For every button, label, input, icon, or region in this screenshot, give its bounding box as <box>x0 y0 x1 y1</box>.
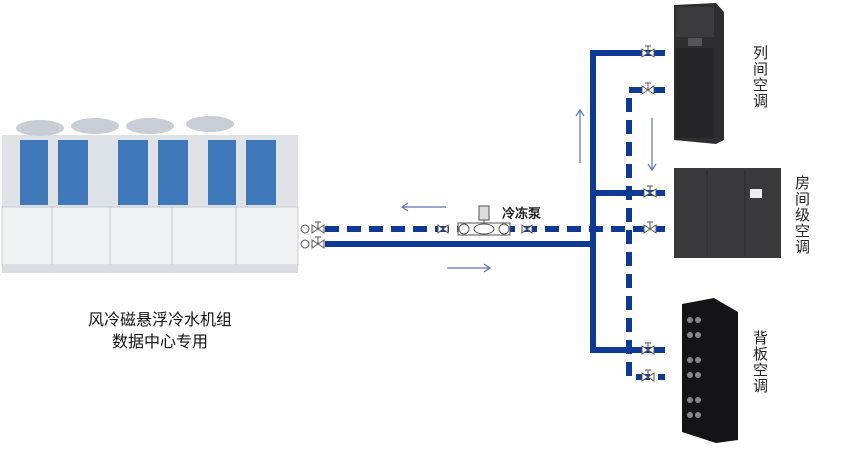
chiller-unit-icon <box>1 116 299 273</box>
in-row-ac-icon <box>674 3 724 144</box>
unit-label-room: 房间级空调 <box>793 175 811 255</box>
rear-door-ac-icon <box>682 298 738 443</box>
valve-icon <box>300 45 657 382</box>
room-ac-icon <box>674 168 781 258</box>
pump-label: 冷冻泵 <box>502 207 542 222</box>
flow-arrows <box>400 108 657 273</box>
arrow-up-icon <box>575 108 585 163</box>
supply-pipe <box>325 50 665 353</box>
pump-icon <box>457 205 511 236</box>
arrow-down-icon <box>647 118 657 172</box>
arrow-right-icon <box>447 263 492 273</box>
chiller-caption-line1: 风冷磁悬浮冷水机组 <box>87 310 232 329</box>
unit-label-rear-door: 背板空调 <box>751 330 769 394</box>
chiller-caption-line2: 数据中心专用 <box>111 332 208 351</box>
unit-label-in-row: 列间空调 <box>751 45 769 109</box>
arrow-left-icon <box>400 202 446 212</box>
